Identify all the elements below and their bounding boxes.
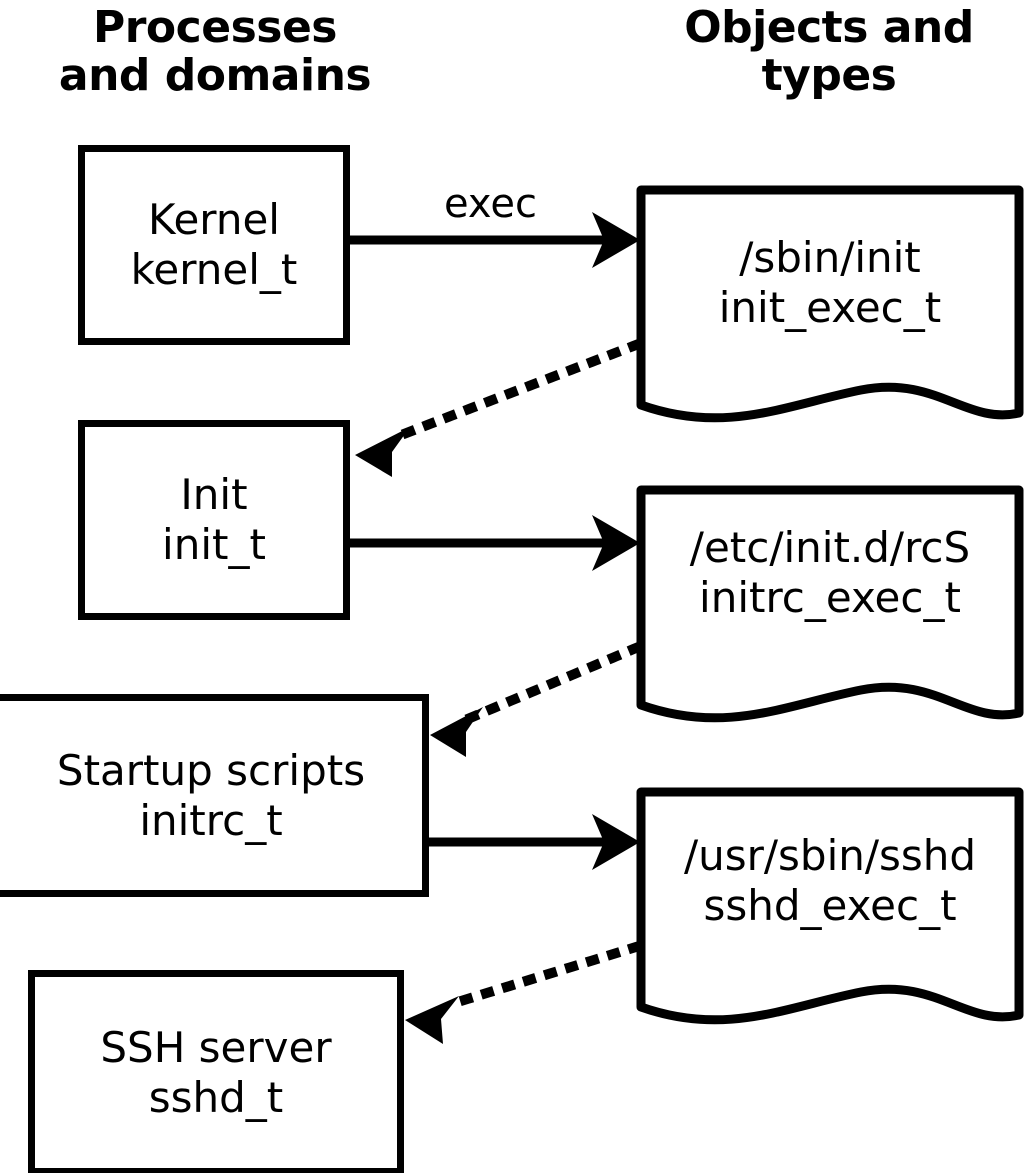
- edge-etc-initd-rcs-transition-startup-scripts: [430, 641, 643, 757]
- edge-usr-sbin-sshd-transition-ssh-server: [405, 940, 643, 1044]
- process-name-startup-scripts: Startup scripts: [56, 745, 366, 795]
- process-type-startup-scripts: initrc_t: [139, 795, 283, 845]
- column-header-objects-and-types: Objects and types: [684, 2, 974, 101]
- edge-sbin-init-transition-init: [355, 338, 643, 477]
- process-box-kernel[interactable]: Kernel kernel_t: [78, 145, 350, 345]
- object-doc-usr-sbin-sshd[interactable]: /usr/sbin/sshd sshd_exec_t: [636, 787, 1024, 1032]
- process-type-init: init_t: [162, 520, 266, 569]
- object-doc-sbin-init[interactable]: /sbin/init init_exec_t: [636, 185, 1024, 430]
- process-box-startup-scripts[interactable]: Startup scripts initrc_t: [0, 694, 429, 897]
- process-type-ssh-server: sshd_t: [148, 1072, 284, 1122]
- object-doc-etc-initd-rcs[interactable]: /etc/init.d/rcS initrc_exec_t: [636, 485, 1024, 730]
- document-shape-icon: [636, 185, 1024, 423]
- document-shape-icon: [636, 787, 1024, 1025]
- edge-label-exec: exec: [444, 181, 537, 227]
- process-type-kernel: kernel_t: [130, 245, 298, 294]
- process-box-init[interactable]: Init init_t: [78, 420, 350, 620]
- edge-init-exec-etc-initd-rcs: [350, 515, 640, 571]
- document-shape-icon: [636, 485, 1024, 723]
- edge-startup-scripts-exec-usr-sbin-sshd: [429, 814, 640, 870]
- process-box-ssh-server[interactable]: SSH server sshd_t: [28, 970, 404, 1173]
- column-header-processes-and-domains: Processes and domains: [58, 2, 372, 101]
- process-name-init: Init: [180, 470, 248, 520]
- process-name-kernel: Kernel: [148, 195, 280, 245]
- process-name-ssh-server: SSH server: [100, 1022, 332, 1072]
